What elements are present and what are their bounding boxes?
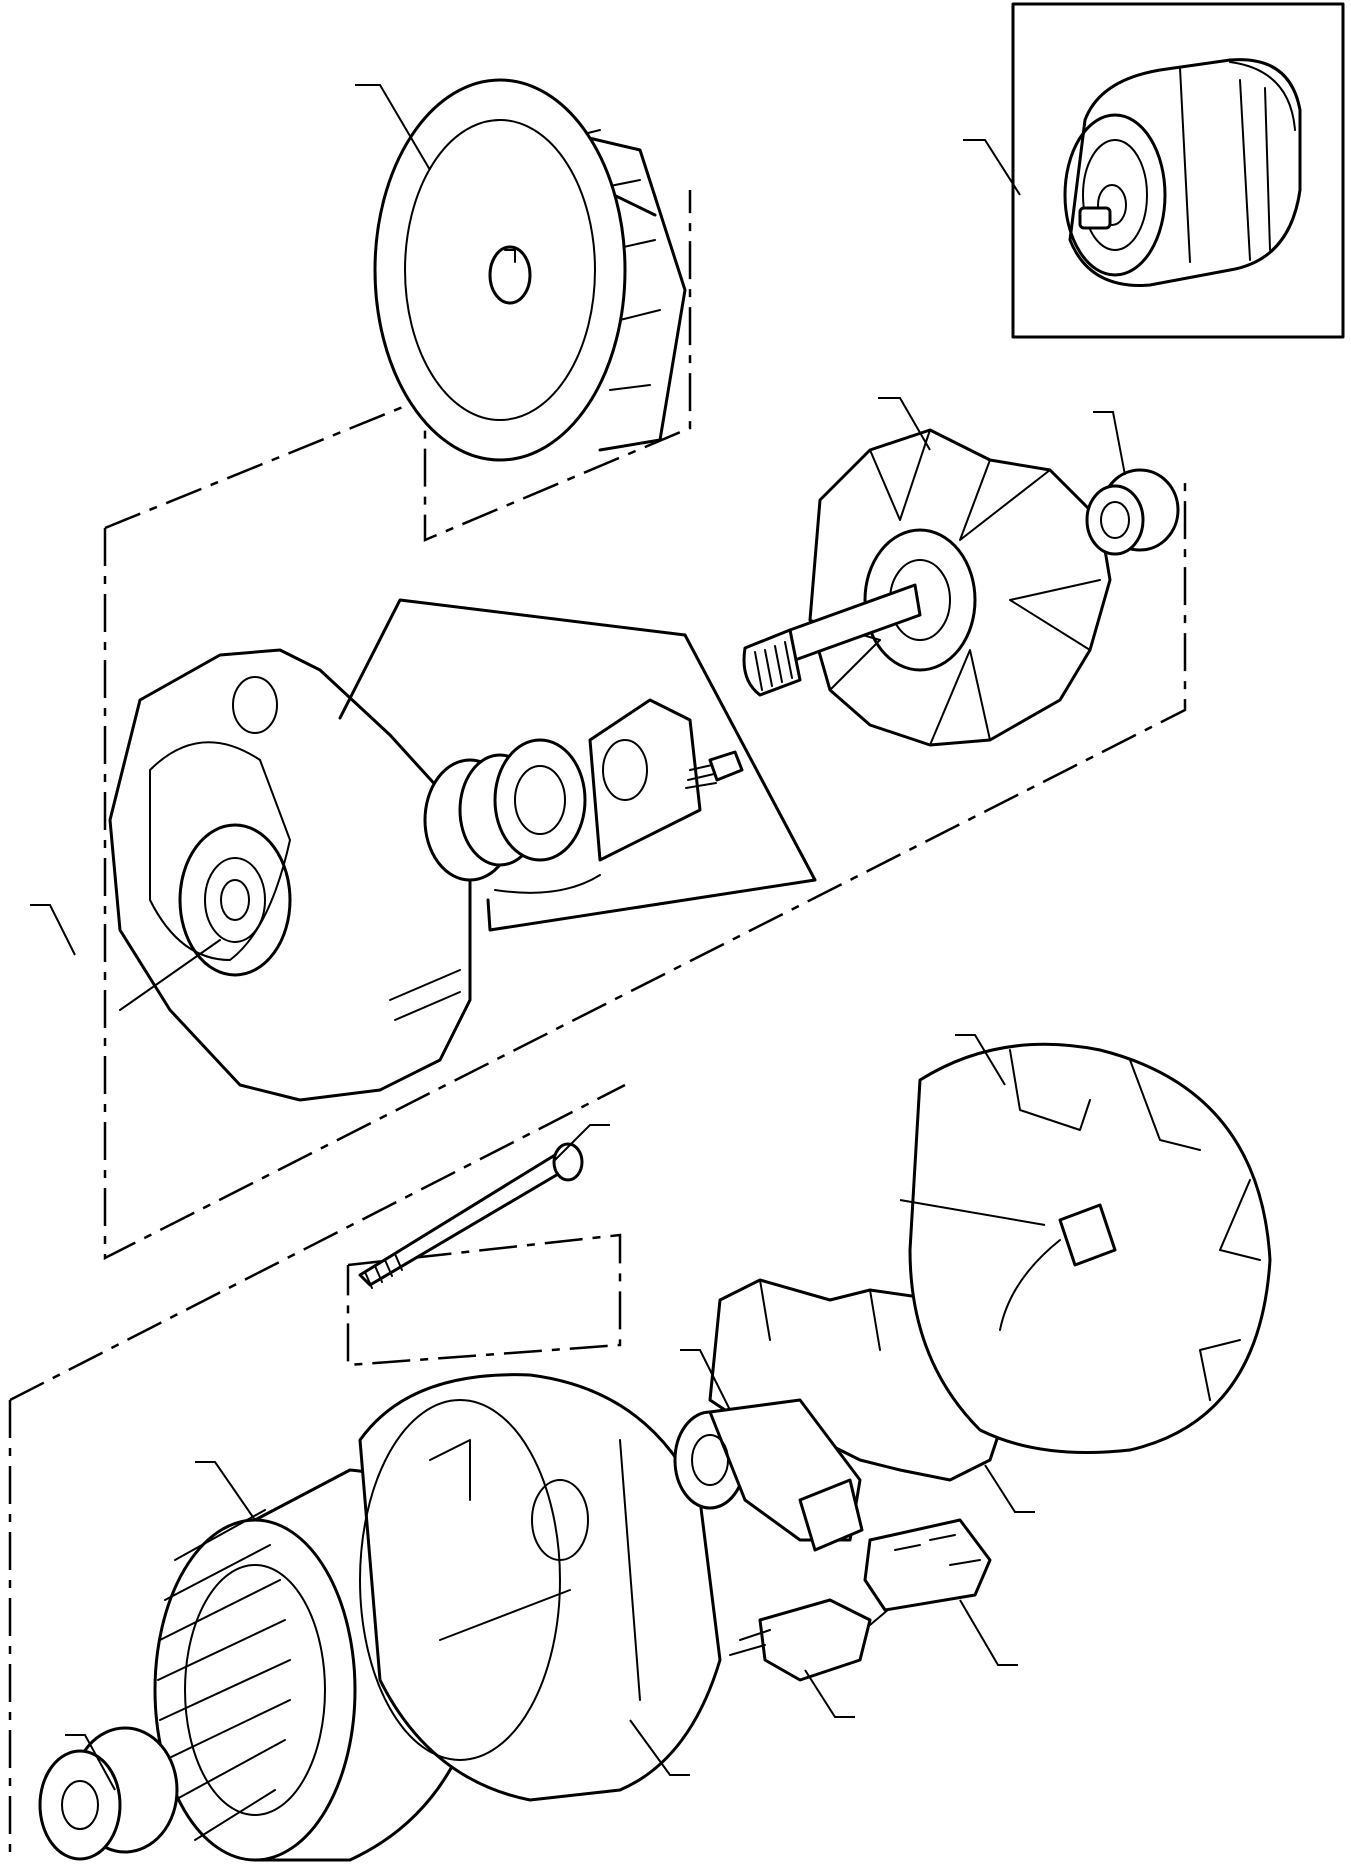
slip-ring-end-housing [358,1373,722,1802]
through-bolt [358,1142,584,1289]
kit-boundary-lines [8,190,1187,1858]
regulator-brush-holder [673,1398,864,1552]
rotor [742,428,1112,747]
retainer-screw [685,750,744,789]
regulator-wire-lead [999,1203,1117,1331]
suppression-capacitor [729,1589,911,1682]
drive-end-housing [108,648,472,1102]
bearing-and-retainer-kit [338,598,817,932]
fan-pulley [373,78,687,462]
rear-bearing [38,1726,179,1861]
callout-leader-lines [30,84,1126,1791]
alternator-assembly-inset [1011,2,1345,339]
terminal-connector [863,1518,992,1612]
slip-ring-bearing [1085,468,1180,556]
